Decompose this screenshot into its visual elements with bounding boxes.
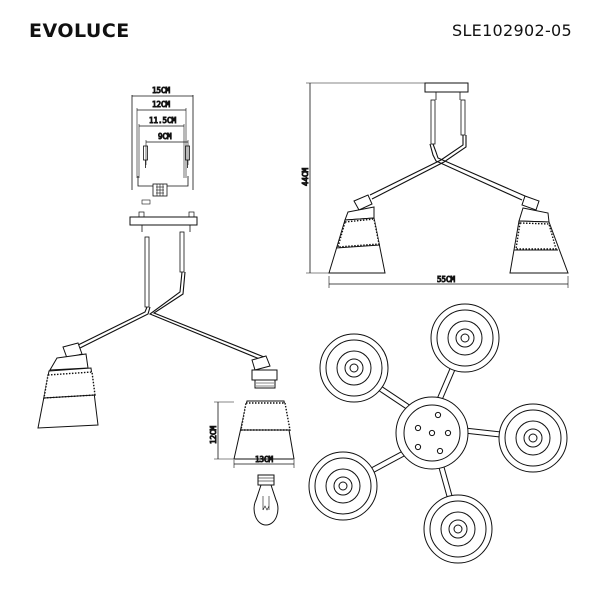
shade-top-view-5	[423, 494, 493, 564]
dim-11-5cm: 11.5CM	[149, 116, 177, 125]
model-number: SLE102902-05	[452, 21, 572, 40]
shade-top-view-1	[319, 333, 389, 403]
top-view-fixture	[308, 303, 568, 564]
brand-logo-text: EVOLUCE	[29, 20, 130, 42]
bulb-base-icon	[257, 474, 275, 486]
shade-top-view-3	[498, 403, 568, 473]
shade-top-view-4	[308, 451, 378, 521]
dim-total-width: 55CM	[437, 275, 456, 284]
dim-9cm: 9CM	[158, 132, 172, 141]
dim-total-height: 44CM	[301, 167, 310, 186]
light-bulb-icon	[253, 484, 279, 526]
side-view-fixture	[37, 211, 295, 526]
dim-shade-height: 12CM	[209, 425, 218, 444]
dim-15cm: 15CM	[152, 86, 171, 95]
front-view-fixture	[328, 82, 569, 274]
dim-12cm: 12CM	[152, 100, 171, 109]
shade-top-view-2	[430, 303, 500, 373]
mounting-plate-detail	[131, 95, 194, 205]
dim-shade-width: 13CM	[255, 455, 274, 464]
